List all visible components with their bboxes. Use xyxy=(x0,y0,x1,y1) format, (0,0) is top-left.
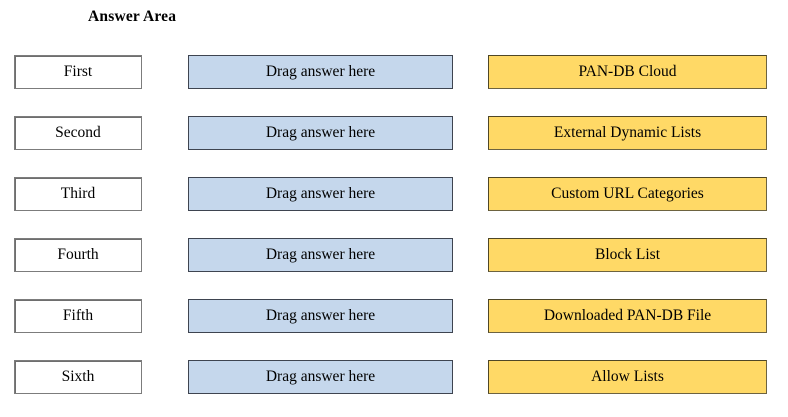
answer-row: Fifth Drag answer here Downloaded PAN-DB… xyxy=(0,299,788,333)
answer-token-allow-lists[interactable]: Allow Lists xyxy=(488,360,767,394)
ordinal-label-fifth: Fifth xyxy=(14,299,142,333)
answer-token-downloaded-pan-db-file[interactable]: Downloaded PAN-DB File xyxy=(488,299,767,333)
dropzone-sixth[interactable]: Drag answer here xyxy=(188,360,453,394)
answer-token-external-dynamic-lists[interactable]: External Dynamic Lists xyxy=(488,116,767,150)
ordinal-label-fourth: Fourth xyxy=(14,238,142,272)
answer-row: Third Drag answer here Custom URL Catego… xyxy=(0,177,788,211)
page-title: Answer Area xyxy=(88,8,177,25)
answer-token-pan-db-cloud[interactable]: PAN-DB Cloud xyxy=(488,55,767,89)
answer-row: First Drag answer here PAN-DB Cloud xyxy=(0,55,788,89)
ordinal-label-sixth: Sixth xyxy=(14,360,142,394)
ordinal-label-second: Second xyxy=(14,116,142,150)
dropzone-fifth[interactable]: Drag answer here xyxy=(188,299,453,333)
answer-token-block-list[interactable]: Block List xyxy=(488,238,767,272)
answer-row: Sixth Drag answer here Allow Lists xyxy=(0,360,788,394)
dropzone-third[interactable]: Drag answer here xyxy=(188,177,453,211)
answer-row: Fourth Drag answer here Block List xyxy=(0,238,788,272)
dropzone-second[interactable]: Drag answer here xyxy=(188,116,453,150)
ordinal-label-third: Third xyxy=(14,177,142,211)
dropzone-first[interactable]: Drag answer here xyxy=(188,55,453,89)
dropzone-fourth[interactable]: Drag answer here xyxy=(188,238,453,272)
answer-token-custom-url-categories[interactable]: Custom URL Categories xyxy=(488,177,767,211)
ordinal-label-first: First xyxy=(14,55,142,89)
answer-row: Second Drag answer here External Dynamic… xyxy=(0,116,788,150)
